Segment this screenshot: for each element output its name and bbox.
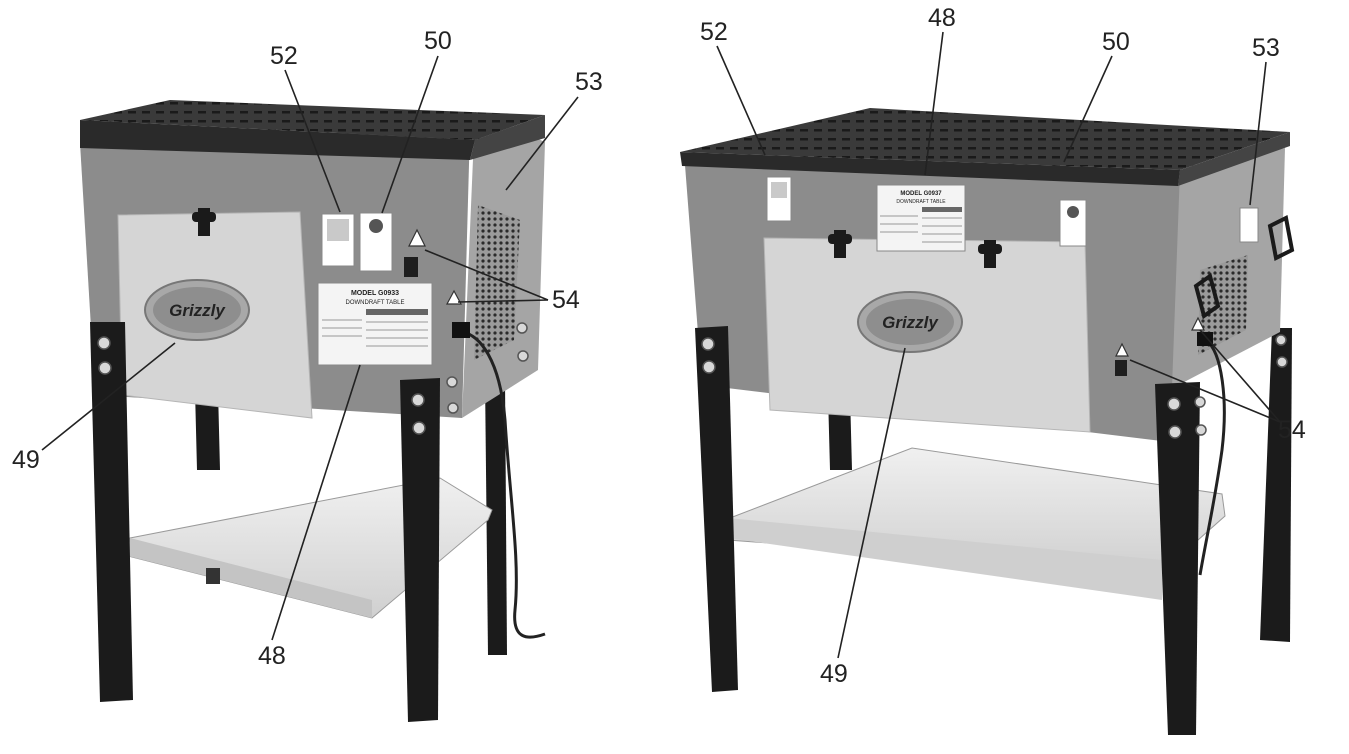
callout-54-left: 54 (552, 286, 580, 314)
callout-53-left: 53 (575, 68, 603, 96)
machine-id-label: MODEL G0933 DOWNDRAFT TABLE (317, 282, 433, 366)
callout-48-right: 48 (928, 4, 956, 32)
callout-49-left: 49 (12, 446, 40, 474)
top-edge-r (680, 152, 1180, 186)
shelf-edge (128, 538, 372, 618)
callout-52-left: 52 (270, 42, 298, 70)
callout-54-right: 54 (1278, 416, 1306, 444)
electrical-hazard-icon (408, 228, 426, 247)
shelf-edge-r (728, 518, 1162, 600)
front-leg-left (90, 322, 133, 702)
hand-icon-r (771, 182, 787, 198)
power-switch (404, 257, 418, 277)
grizzly-badge-r: Grizzly (857, 291, 963, 353)
left-callouts: 52 50 53 54 49 48 (12, 27, 603, 670)
power-cord-r (1198, 338, 1226, 576)
shelf-foot (206, 568, 220, 584)
top-edge-side-r (1178, 132, 1290, 186)
top-edge-side (470, 115, 545, 160)
top-edge (80, 120, 475, 160)
callout-52-right: 52 (700, 18, 728, 46)
cord-plug (452, 322, 470, 338)
power-switch-r (1115, 360, 1127, 376)
right-machine: Grizzly MODEL G0937 DOWNDRAFT TABLE (680, 108, 1295, 735)
panel-knob-right-r (978, 240, 1002, 268)
label-model: MODEL G0933 (351, 290, 399, 297)
electrical-hazard-icon-2 (445, 289, 463, 305)
hand-icon (327, 219, 349, 241)
panel-knob-left-r (828, 230, 852, 258)
callout-50-left: 50 (424, 27, 452, 55)
front-leg-right-r (1155, 382, 1200, 735)
cord-plug-r (1197, 332, 1213, 346)
rear-leg-right (485, 378, 507, 655)
front-leg-left-r (695, 326, 738, 692)
panel-knob (192, 208, 216, 236)
label-subtitle-r: DOWNDRAFT TABLE (896, 199, 946, 205)
front-leg-right (400, 378, 440, 722)
badge-text-r: Grizzly (882, 313, 939, 332)
perforated-top (80, 100, 545, 140)
callout-53-right: 53 (1252, 34, 1280, 62)
right-callouts: 52 48 50 53 54 49 (700, 4, 1306, 688)
label-model-r: MODEL G0937 (900, 191, 942, 197)
side-vent (474, 205, 520, 360)
left-machine: Grizzly MODEL G0933 DOWNDRAFT TABLE (80, 100, 546, 722)
side-handle-r2 (1267, 215, 1295, 261)
electrical-hazard-icon-r2 (1191, 316, 1205, 331)
rear-leg-right-r (1260, 328, 1292, 642)
side-decal-r (1239, 207, 1259, 243)
electrical-hazard-icon-r (1115, 342, 1129, 357)
callout-49-right: 49 (820, 660, 848, 688)
side-handle-r (1193, 272, 1221, 320)
goggles-icon (369, 219, 383, 233)
badge-text: Grizzly (169, 301, 226, 320)
goggles-icon-r (1067, 206, 1079, 218)
machine-id-label-r: MODEL G0937 DOWNDRAFT TABLE (876, 184, 966, 252)
power-cord (461, 330, 546, 639)
perforated-top-r (680, 108, 1290, 170)
rear-leg-left (195, 390, 220, 470)
label-subtitle: DOWNDRAFT TABLE (345, 300, 404, 306)
callout-48-left: 48 (258, 642, 286, 670)
grizzly-badge: Grizzly (144, 279, 250, 341)
callout-50-right: 50 (1102, 28, 1130, 56)
